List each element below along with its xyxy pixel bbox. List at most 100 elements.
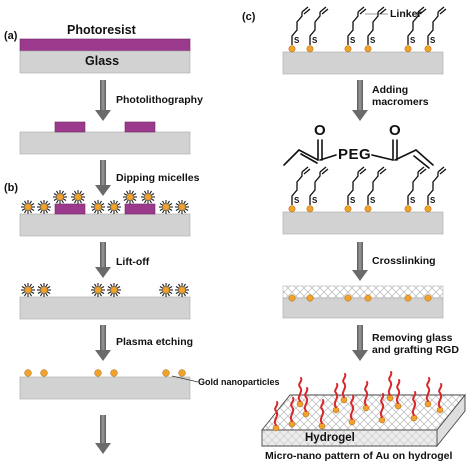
glass-substrate [19,376,191,400]
sulfur-label: S [370,36,376,45]
gold-nanoparticle [306,294,314,302]
rgd-peptide [296,377,304,408]
linker-molecule: S [344,166,367,213]
rgd-peptide [272,401,280,432]
gold-nanoparticle [24,369,32,377]
rgd-peptide [362,381,370,412]
rgd-peptide [386,371,394,402]
photoresist-label: Photoresist [67,23,136,37]
micelle [71,190,85,204]
photoresist-block [124,203,156,215]
glass-substrate [19,131,191,155]
linker-molecule: S [306,166,329,213]
micelle [37,283,51,297]
gold-nanoparticle [110,369,118,377]
hydrogel-label: Hydrogel [305,432,355,444]
glass-substrate [19,296,191,320]
micelle [53,190,67,204]
gold-nanoparticle [424,294,432,302]
micelle [159,200,173,214]
linker-label: Linker [390,8,422,20]
step-adding-macromers-1: Adding [372,84,409,96]
gold-nanoparticles-label: Gold nanoparticles [198,377,280,387]
gold-nanoparticle [364,205,372,213]
figure-caption: Micro-nano pattern of Au on hydrogel [265,450,453,462]
gold-nanoparticle [306,205,314,213]
photoresist-block [124,121,156,133]
linker-molecule: S [306,6,329,53]
micelle [175,283,189,297]
gold-nanoparticle [364,294,372,302]
photoresist-block [54,121,86,133]
glass-label: Glass [85,54,120,68]
panel-label-c: (c) [242,11,256,23]
sulfur-label: S [370,196,376,205]
gold-nanoparticle [364,45,372,53]
process-arrow [95,415,111,454]
gold-nanoparticle [344,45,352,53]
process-arrow [352,325,368,361]
rgd-peptide [332,383,340,414]
rgd-peptide [348,395,356,426]
sulfur-label: S [430,196,436,205]
sulfur-label: S [312,36,318,45]
step-lift-off: Lift-off [116,256,150,268]
glass-substrate [19,50,191,74]
gold-nanoparticle [424,45,432,53]
gold-nanoparticle [178,369,186,377]
micelle [107,283,121,297]
sulfur-label: S [294,196,300,205]
gold-nanoparticle [344,294,352,302]
glass-substrate [282,211,444,235]
sulfur-label: S [430,36,436,45]
sulfur-label: S [410,196,416,205]
linker-molecule: S [288,6,311,53]
micelle [141,190,155,204]
micelle [123,190,137,204]
crosslinked-mesh [282,285,444,299]
micelle [159,283,173,297]
rgd-peptide [410,391,418,422]
gold-nanoparticle [306,45,314,53]
panel-label-b: (b) [4,182,19,194]
gold-nanoparticle [344,205,352,213]
linker-molecule: S [424,166,447,213]
gold-nanoparticle [404,294,412,302]
micelle [91,200,105,214]
carbonyl-o-left: O [314,122,327,139]
process-arrow [352,80,368,121]
process-arrow [95,325,111,361]
linker-molecule: S [364,6,387,53]
linker-molecule: S [404,166,427,213]
step-removing-glass-2: and grafting RGD [372,344,459,356]
linker-molecule: S [404,6,427,53]
process-arrow [352,242,368,281]
glass-substrate [19,213,191,237]
rgd-peptide [378,393,386,424]
micelle [91,283,105,297]
step-plasma-etching: Plasma etching [116,336,194,348]
gold-nanoparticle [288,294,296,302]
rgd-peptide [340,373,348,404]
linker-molecule: S [424,6,447,53]
glass-substrate [282,51,444,75]
carbonyl-o-right: O [389,122,402,139]
gold-nanoparticle [94,369,102,377]
micelle [21,283,35,297]
gold-nanoparticle [40,369,48,377]
peg-label: PEG [338,146,372,163]
rgd-peptide [318,399,326,430]
step-crosslinking: Crosslinking [372,255,436,267]
gold-nanoparticle [404,45,412,53]
rgd-peptide [302,387,310,418]
rgd-peptide [394,379,402,410]
step-dipping-micelles: Dipping micelles [116,172,200,184]
rgd-peptide [436,383,444,414]
callout-line [171,375,199,383]
peg-diacrylate-structure [283,139,434,169]
gold-nanoparticle [404,205,412,213]
process-arrow [95,242,111,278]
photoresist-block [54,203,86,215]
gold-nanoparticle [288,45,296,53]
